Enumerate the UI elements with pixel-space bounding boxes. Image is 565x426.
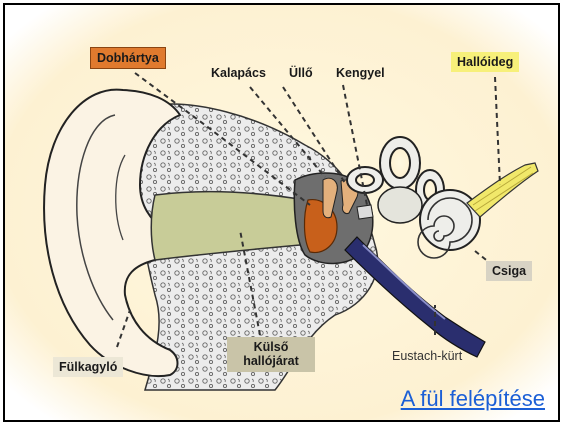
label-kengyel: Kengyel <box>336 67 385 81</box>
label-csiga: Csiga <box>486 261 532 281</box>
label-kalapacs: Kalapács <box>211 67 266 81</box>
label-eustach-kurt: Eustach-kürt <box>392 350 462 364</box>
label-kulso-hallojarat: Külső hallójárat <box>227 337 315 372</box>
label-ullo: Üllő <box>289 67 313 81</box>
caption-link[interactable]: A fül felépítése <box>401 386 545 412</box>
label-dobhartya: Dobhártya <box>90 47 166 69</box>
ear-diagram: Dobhártya Kalapács Üllő Kengyel Hallóide… <box>5 5 558 420</box>
label-fulkagylo: Fülkagyló <box>53 357 123 377</box>
vestibule <box>378 187 422 223</box>
stapes <box>357 205 373 219</box>
slide-frame: Dobhártya Kalapács Üllő Kengyel Hallóide… <box>3 3 560 422</box>
label-kulso-line1: Külső <box>233 340 309 354</box>
label-kulso-line2: hallójárat <box>233 354 309 368</box>
label-halloideg: Hallóideg <box>451 52 519 72</box>
